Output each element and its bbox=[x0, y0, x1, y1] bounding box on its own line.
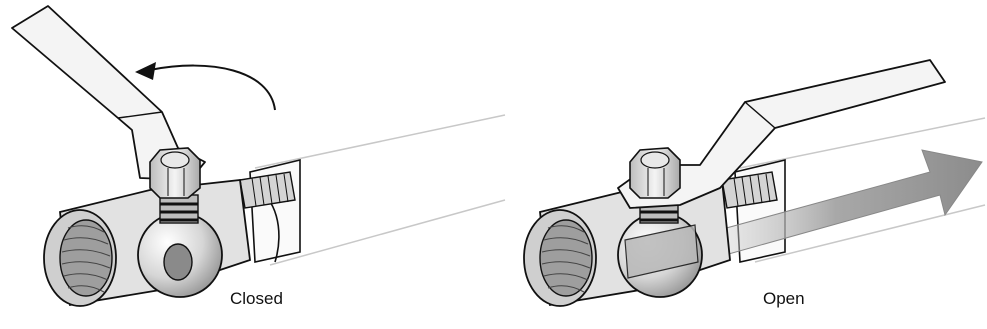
ball-port bbox=[164, 244, 192, 280]
caption-open: Open bbox=[763, 289, 805, 309]
closed-valve bbox=[12, 6, 505, 306]
stem-nut bbox=[150, 148, 200, 198]
valve-ball bbox=[618, 213, 702, 297]
caption-closed: Closed bbox=[230, 289, 283, 309]
female-threaded-end bbox=[44, 210, 116, 306]
open-valve bbox=[524, 60, 985, 306]
stem-nut bbox=[630, 148, 680, 198]
valve-stem bbox=[160, 195, 198, 223]
valve-ball bbox=[138, 213, 222, 297]
rotation-arrow bbox=[135, 62, 275, 110]
female-threaded-end bbox=[524, 210, 596, 306]
